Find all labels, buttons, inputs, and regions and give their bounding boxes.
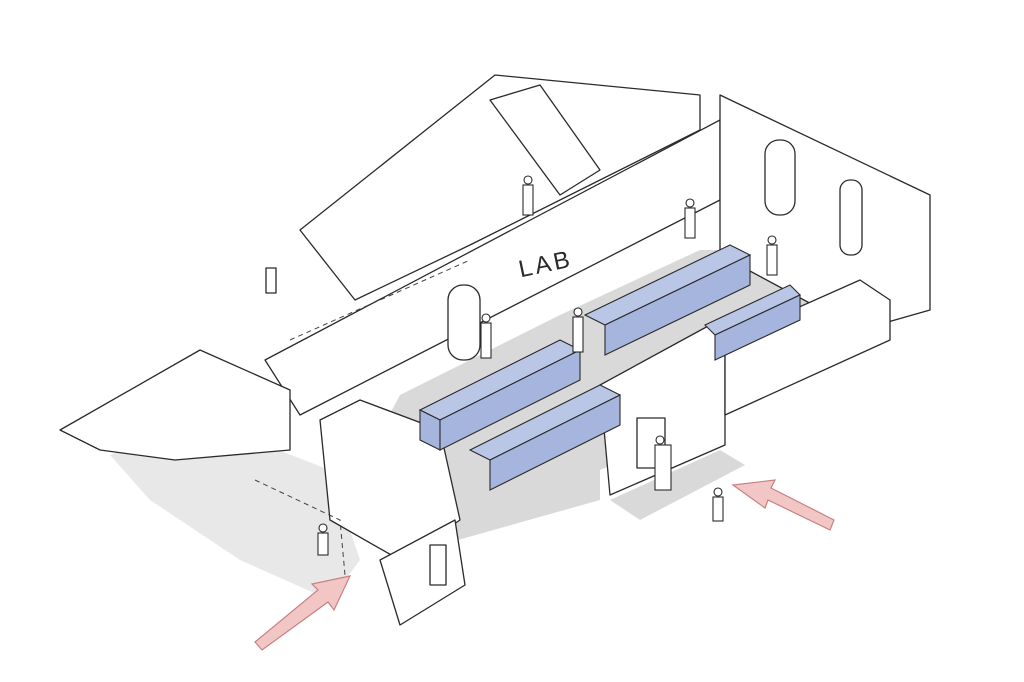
side-door xyxy=(429,544,447,586)
person xyxy=(572,307,584,353)
bench-2-side xyxy=(489,394,621,491)
upper-rooms xyxy=(299,74,701,301)
person xyxy=(684,198,696,239)
lab-benches xyxy=(418,244,801,491)
people xyxy=(317,175,778,556)
window-left xyxy=(265,267,277,294)
dashed-lines xyxy=(254,259,471,576)
arched-window-right xyxy=(764,139,796,216)
person xyxy=(654,435,672,491)
person xyxy=(712,487,724,522)
bench-1-side xyxy=(439,349,581,451)
person xyxy=(522,175,534,216)
entrance-arrow-right xyxy=(731,479,835,531)
person xyxy=(317,523,329,556)
bench-4-side xyxy=(714,294,801,361)
person xyxy=(766,235,778,276)
walls xyxy=(59,74,931,626)
entrance-arrows xyxy=(254,479,835,651)
right-front-walls xyxy=(724,279,891,416)
entrance-landing xyxy=(610,450,745,520)
entrance-arrow-left xyxy=(254,575,352,651)
arched-window-right-2 xyxy=(839,179,863,256)
stair xyxy=(489,84,601,196)
left-block xyxy=(59,349,291,461)
person xyxy=(480,313,492,359)
arched-window-back xyxy=(447,284,481,361)
outer-ground-shadow xyxy=(110,420,360,600)
bench-3-side xyxy=(604,254,751,356)
